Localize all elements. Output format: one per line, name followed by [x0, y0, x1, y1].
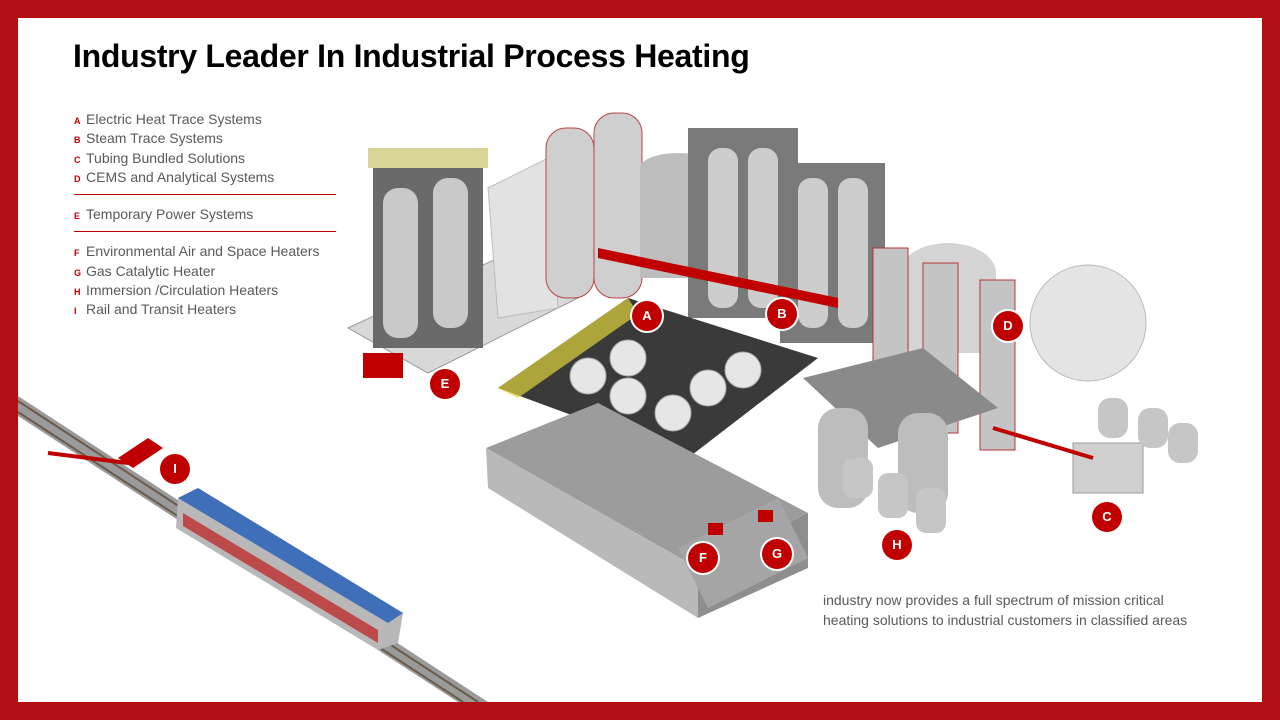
marker-c: C [1092, 502, 1122, 532]
small-tanks [843, 458, 946, 533]
marker-g: G [762, 539, 792, 569]
legend-item-f: F Environmental Air and Space Heaters [74, 242, 336, 261]
marker-e: E [430, 369, 460, 399]
legend: A Electric Heat Trace Systems B Steam Trac… [74, 110, 336, 320]
rail-heater [118, 438, 163, 468]
legend-label: CEMS and Analytical Systems [86, 168, 275, 185]
legend-key: F [74, 248, 80, 259]
marker-i: I [160, 454, 190, 484]
legend-label: Tubing Bundled Solutions [86, 149, 246, 166]
legend-item-i: I Rail and Transit Heaters [74, 300, 336, 319]
legend-key: C [74, 154, 81, 165]
marker-d: D [993, 311, 1023, 341]
legend-item-b: B Steam Trace Systems [74, 129, 336, 148]
legend-item-e: E Temporary Power Systems [74, 205, 336, 224]
legend-divider [74, 231, 336, 233]
marker-h: H [882, 530, 912, 560]
legend-label: Immersion /Circulation Heaters [86, 282, 279, 299]
legend-key: I [74, 306, 77, 317]
train [176, 488, 403, 650]
legend-label: Electric Heat Trace Systems [86, 111, 262, 127]
legend-key: H [74, 287, 81, 298]
spherical-tank [1029, 264, 1147, 382]
industrial-plant-illustration [18, 112, 1198, 702]
legend-label: Environmental Air and Space Heaters [86, 243, 320, 260]
legend-label: Temporary Power Systems [86, 206, 254, 223]
legend-item-g: G Gas Catalytic Heater [74, 262, 336, 281]
legend-label: Gas Catalytic Heater [86, 262, 216, 279]
page-title: Industry Leader In Industrial Process He… [73, 38, 750, 74]
legend-key: D [74, 173, 81, 184]
legend-item-d: D CEMS and Analytical Systems [74, 168, 336, 187]
legend-item-a: A Electric Heat Trace Systems [74, 110, 336, 129]
caption-line: heating solutions to industrial customer… [823, 611, 1188, 628]
caption: industry now provides a full spectrum of… [823, 591, 1187, 630]
legend-item-h: H Immersion /Circulation Heaters [74, 281, 336, 300]
legend-key: A [74, 116, 81, 126]
storage-spheres [569, 339, 762, 432]
legend-key: B [74, 135, 81, 146]
marker-b: B [767, 299, 797, 329]
legend-key: G [74, 267, 82, 278]
marker-a: A [632, 301, 662, 331]
legend-item-c: C Tubing Bundled Solutions [74, 149, 336, 168]
legend-key: E [74, 211, 81, 222]
legend-divider [74, 194, 336, 196]
legend-label: Steam Trace Systems [86, 130, 223, 147]
marker-f: F [688, 543, 718, 573]
caption-line: industry now provides a full spectrum of… [823, 592, 1164, 608]
warehouse-building [486, 403, 808, 618]
legend-label: Rail and Transit Heaters [86, 301, 237, 318]
slide: Industry Leader In Industrial Process He… [18, 18, 1262, 702]
silo-towers-left [368, 148, 488, 348]
